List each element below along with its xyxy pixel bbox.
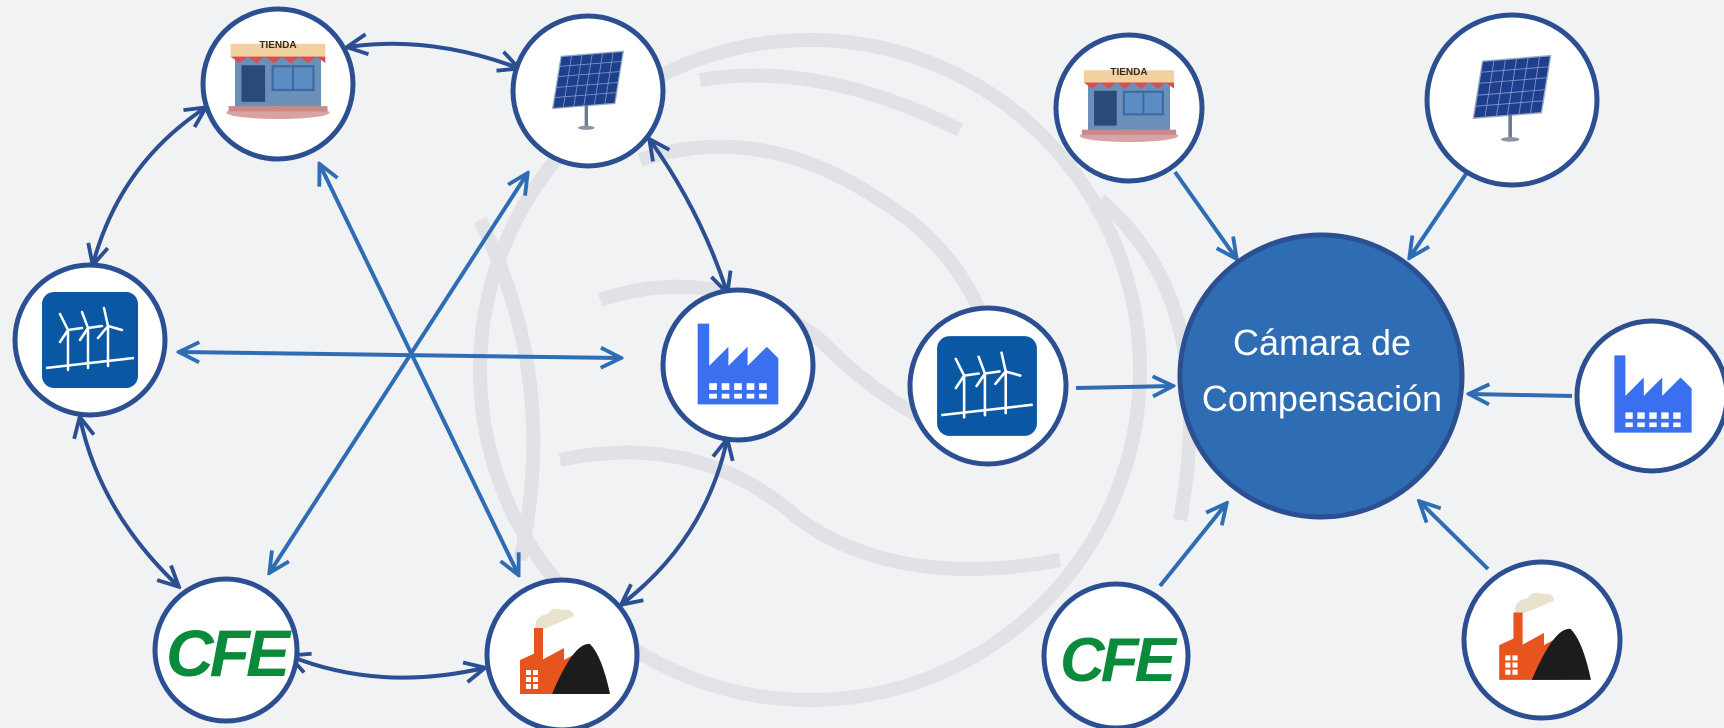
hub-label-line2: Compensación bbox=[1201, 378, 1443, 419]
cfe-logo-icon: CFE bbox=[1060, 626, 1178, 695]
arrow-cfe-wind bbox=[80, 418, 178, 586]
arrow-solar-cfe bbox=[270, 174, 527, 572]
hub-label-line1: Cámara de bbox=[1232, 322, 1412, 363]
shop-sign-text: TIENDA bbox=[1110, 67, 1147, 78]
arrow-coal-cfe bbox=[290, 656, 484, 678]
node-cfe: CFE bbox=[152, 576, 300, 724]
hub-label: Cámara de Compensación bbox=[1180, 315, 1464, 427]
wind-turbine-icon bbox=[40, 290, 140, 390]
arrow-wind-shop bbox=[93, 108, 205, 264]
node-solar bbox=[510, 13, 666, 169]
node-factory-right bbox=[1574, 318, 1724, 474]
shop-sign-text: TIENDA bbox=[259, 40, 296, 51]
clearing-house-hub bbox=[1177, 232, 1465, 520]
arrow-wind-to-hub bbox=[1075, 386, 1172, 388]
arrow-shop-solar bbox=[348, 44, 518, 68]
node-wind bbox=[12, 262, 168, 418]
left-mesh-network: TIENDA CFE bbox=[12, 6, 816, 728]
arrow-coal-to-hub bbox=[1420, 502, 1490, 571]
arrow-shop-to-hub bbox=[1173, 170, 1236, 258]
right-clearing-network: TIENDA CFE bbox=[907, 12, 1724, 728]
node-cfe-right: CFE bbox=[1041, 581, 1191, 728]
node-solar-right bbox=[1424, 12, 1600, 188]
arrow-factory-coal bbox=[622, 440, 727, 604]
node-coal bbox=[484, 577, 640, 728]
node-shop: TIENDA bbox=[200, 6, 356, 162]
arrow-wind-factory bbox=[180, 352, 620, 358]
node-wind-right bbox=[907, 305, 1069, 467]
node-factory bbox=[660, 287, 816, 443]
node-shop-right: TIENDA bbox=[1053, 32, 1205, 184]
shop-icon bbox=[1079, 70, 1179, 142]
arrow-cfe-to-hub bbox=[1158, 504, 1226, 588]
arrow-solar-to-hub bbox=[1410, 172, 1468, 257]
wind-turbine-icon bbox=[935, 334, 1039, 438]
arrow-solar-factory bbox=[650, 140, 727, 292]
arrow-factory-to-hub bbox=[1470, 394, 1573, 396]
node-coal-right bbox=[1461, 559, 1623, 721]
shop-icon bbox=[226, 43, 330, 119]
cfe-logo-icon: CFE bbox=[166, 616, 292, 690]
